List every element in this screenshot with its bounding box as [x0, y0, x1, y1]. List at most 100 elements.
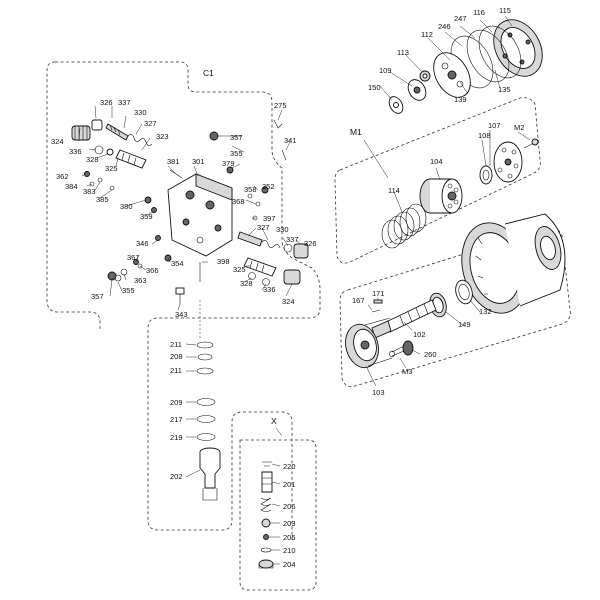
- oring-219: [196, 433, 216, 441]
- label-324-upper: 324: [51, 137, 64, 146]
- label-260: 260: [424, 350, 437, 359]
- spool-325-lower: [243, 257, 277, 277]
- ring-116: [478, 25, 522, 79]
- washer-150: [388, 96, 404, 114]
- pin-167: [371, 309, 381, 313]
- plug-379: [226, 166, 234, 174]
- label-149: 149: [458, 320, 471, 329]
- washer-109: [407, 79, 427, 101]
- spring-220: [262, 461, 272, 467]
- ring-328-lower: [248, 272, 256, 280]
- plug-359: [151, 207, 157, 213]
- group-c1-boundary-left: [46, 61, 101, 330]
- label-337-upper: 337: [118, 98, 131, 107]
- label-397: 397: [263, 214, 276, 223]
- label-220: 220: [283, 462, 296, 471]
- label-103: 103: [372, 388, 385, 397]
- label-167: 167: [352, 296, 365, 305]
- group-m1-boundary: [334, 97, 541, 264]
- bearing-132: [455, 279, 473, 305]
- label-219: 219: [170, 433, 183, 442]
- label-330-upper: 330: [134, 108, 147, 117]
- label-367: 367: [127, 253, 140, 262]
- label-104: 104: [430, 157, 443, 166]
- plug-260: [389, 340, 414, 358]
- oring-336-upper: [94, 145, 104, 155]
- label-327-lower: 327: [257, 223, 270, 232]
- label-366: 366: [146, 266, 159, 275]
- group-label-x: X: [271, 416, 277, 426]
- label-379: 379: [222, 159, 235, 168]
- spool-lower: [237, 231, 309, 259]
- label-357-upper: 357: [230, 133, 243, 142]
- ring-336-lower: [262, 278, 270, 286]
- part-labels: 115 116 247 246 112 113 109 150 139 135 …: [51, 6, 524, 569]
- label-352: 352: [262, 182, 275, 191]
- piston-202: [199, 447, 221, 501]
- label-150: 150: [368, 83, 381, 92]
- label-330-lower: 330: [276, 225, 289, 234]
- group-label-m1: M1: [350, 127, 362, 137]
- label-363: 363: [134, 276, 147, 285]
- label-132: 132: [479, 307, 492, 316]
- label-384: 384: [65, 182, 78, 191]
- plug-357-upper: [209, 131, 219, 141]
- label-102: 102: [413, 330, 426, 339]
- ball-205: [263, 534, 269, 540]
- plug-352: [261, 186, 269, 194]
- shaft-102: [371, 299, 437, 339]
- label-368: 368: [232, 197, 245, 206]
- valve-body-301: [167, 173, 233, 257]
- plug-324-lower: [283, 269, 301, 285]
- plug-357-lower: [107, 271, 117, 281]
- label-357-lower: 357: [91, 292, 104, 301]
- label-325-lower: 325: [233, 265, 246, 274]
- label-385: 385: [96, 195, 109, 204]
- label-336-lower: 336: [263, 285, 276, 294]
- label-M2: M2: [514, 123, 524, 132]
- oring-210: [260, 547, 272, 553]
- label-301: 301: [192, 157, 205, 166]
- label-202: 202: [170, 472, 183, 481]
- label-116: 116: [473, 8, 485, 17]
- small-parts-366: [137, 263, 143, 269]
- bracket-275: [273, 119, 283, 129]
- ring-247: [466, 29, 510, 83]
- label-112: 112: [421, 30, 433, 39]
- spring-114: [381, 203, 427, 249]
- label-328-lower: 328: [240, 279, 253, 288]
- label-201: 201: [283, 480, 296, 489]
- spool-330-upper: [91, 119, 129, 141]
- oring-209: [196, 398, 216, 406]
- label-341: 341: [284, 136, 297, 145]
- label-358: 358: [244, 185, 257, 194]
- label-325-upper: 325: [105, 164, 118, 173]
- label-380: 380: [120, 202, 133, 211]
- label-209: 209: [170, 398, 183, 407]
- label-398: 398: [217, 257, 230, 266]
- label-326-lower: 326: [304, 239, 317, 248]
- label-171: 171: [372, 289, 385, 298]
- label-115: 115: [499, 6, 511, 15]
- label-247: 247: [454, 14, 467, 23]
- spool-201: [261, 471, 273, 493]
- oring-211-b: [196, 367, 214, 375]
- group-x-boundary: [239, 439, 317, 591]
- plug-204: [258, 559, 274, 569]
- label-326-upper: 326: [100, 98, 113, 107]
- gear-113: [419, 70, 431, 82]
- plug-380: [144, 196, 152, 204]
- label-107: 107: [488, 121, 501, 130]
- oring-217: [196, 415, 216, 423]
- label-383: 383: [83, 187, 96, 196]
- carrier-112: [433, 52, 471, 98]
- label-355-upper: 355: [230, 149, 243, 158]
- pin-368: [255, 201, 261, 207]
- oring-208: [197, 353, 213, 361]
- plate-107: [493, 141, 523, 183]
- label-355-lower: 355: [122, 286, 135, 295]
- label-113: 113: [397, 48, 409, 57]
- label-211-b: 211: [170, 366, 182, 375]
- spring-206: [260, 497, 272, 512]
